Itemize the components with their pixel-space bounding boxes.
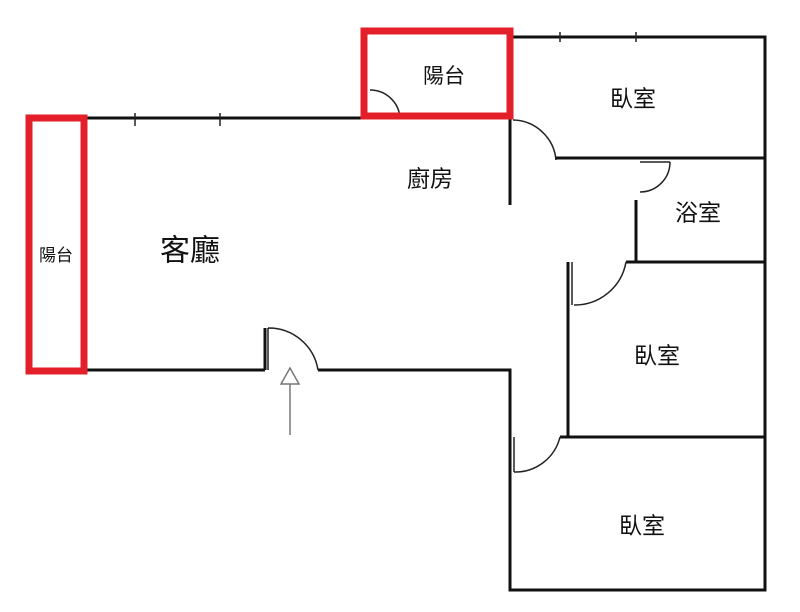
balcony-top-highlight [360, 27, 514, 120]
door-entrance [267, 327, 319, 371]
label-bedroom-bottom: 臥室 [619, 514, 665, 540]
window-marks [134, 32, 637, 126]
balcony-left-highlight [25, 114, 88, 375]
entrance-arrow [279, 366, 301, 435]
label-living-room: 客廳 [160, 234, 220, 269]
label-kitchen: 廚房 [407, 167, 453, 193]
door-bedroom-top [512, 119, 557, 161]
door-bedroom-bottom [513, 436, 561, 473]
label-balcony-left: 陽台 [39, 246, 73, 266]
label-bedroom-middle: 臥室 [634, 344, 680, 370]
label-balcony-top: 陽台 [423, 64, 465, 88]
door-bathroom [639, 161, 671, 193]
walls [85, 35, 767, 592]
label-bedroom-top: 臥室 [610, 87, 656, 113]
door-bedroom-middle [571, 261, 627, 306]
label-bathroom: 浴室 [675, 201, 721, 227]
